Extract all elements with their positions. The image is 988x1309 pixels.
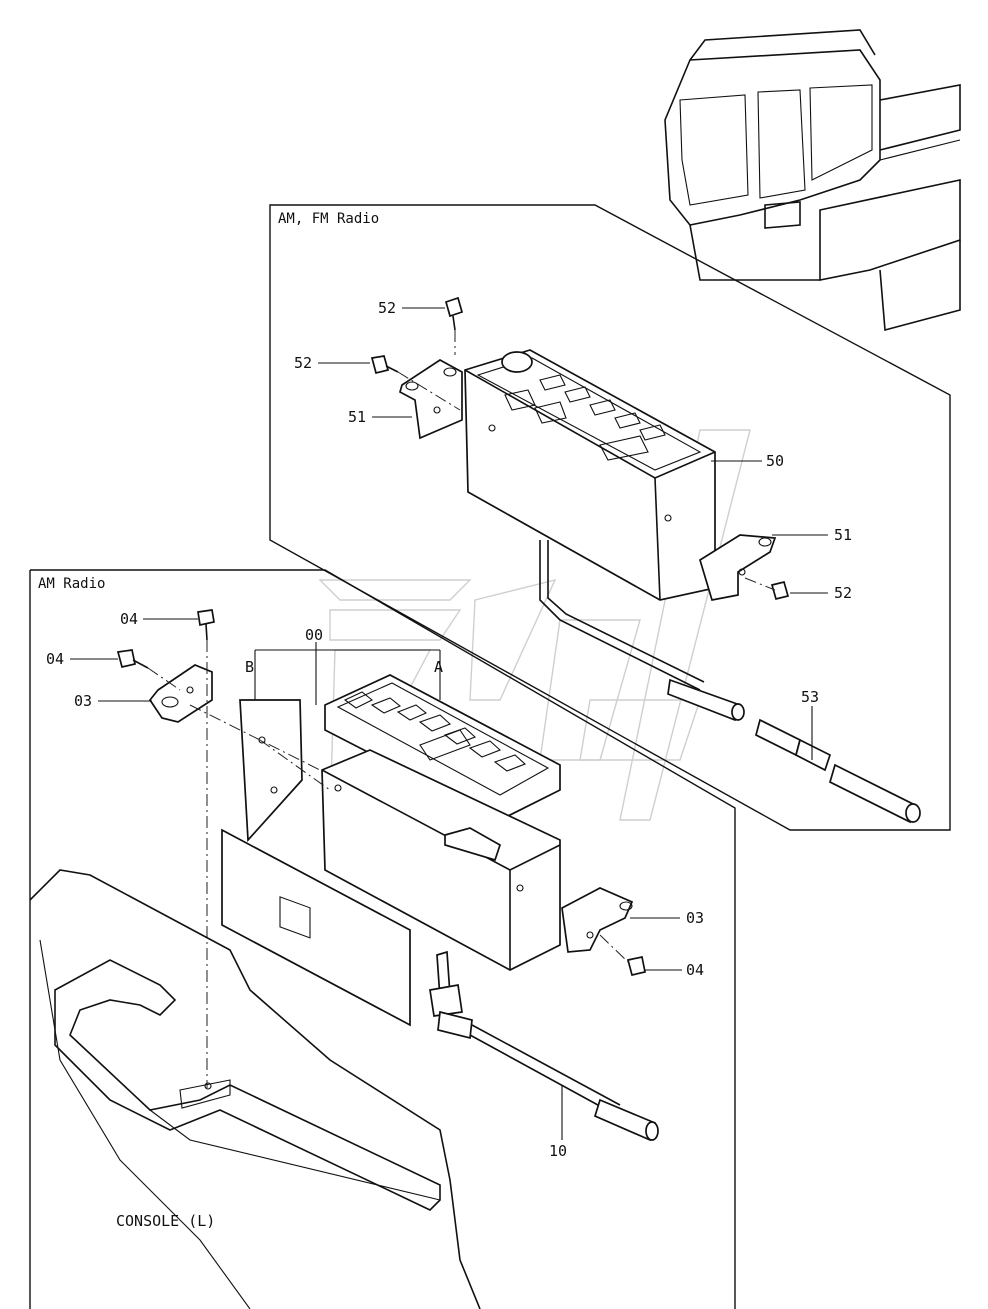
am-housing xyxy=(321,749,561,971)
am-bracket-left xyxy=(148,664,213,723)
excavator-cab-illustration xyxy=(664,29,961,332)
fm-radio-unit xyxy=(464,349,716,601)
leader-lines xyxy=(70,307,828,1140)
callout-04: 04 xyxy=(686,961,704,979)
am-radio-frame xyxy=(29,569,736,1309)
callout-50: 50 xyxy=(766,452,784,470)
callout-04: 04 xyxy=(46,650,64,668)
callout-03: 03 xyxy=(74,692,92,710)
fm-antenna-cable xyxy=(539,540,921,824)
callout-03: 03 xyxy=(686,909,704,927)
fm-radio-title: AM, FM Radio xyxy=(278,211,379,227)
callout-51: 51 xyxy=(348,408,366,426)
callout-04: 04 xyxy=(120,610,138,628)
callout-52: 52 xyxy=(378,299,396,317)
callout-53: 53 xyxy=(801,688,819,706)
lower-cover-plate xyxy=(221,828,411,1027)
am-radio-unit xyxy=(324,674,561,821)
callout-52: 52 xyxy=(834,584,852,602)
callout-b: B xyxy=(245,658,254,676)
am-antenna-cable xyxy=(429,950,659,1142)
callout-a: A xyxy=(434,658,443,676)
am-radio-title: AM Radio xyxy=(38,576,105,592)
fm-bracket-left xyxy=(398,359,463,440)
callout-10: 10 xyxy=(549,1142,567,1160)
console-label: CONSOLE (L) xyxy=(116,1212,215,1230)
screw-icon xyxy=(116,609,646,977)
fm-bracket-right xyxy=(698,534,777,601)
fm-assembly-line xyxy=(397,330,776,591)
console-illustration xyxy=(29,869,481,1309)
callout-52: 52 xyxy=(294,354,312,372)
face-panel-b xyxy=(239,699,303,843)
am-bracket-right xyxy=(561,887,634,953)
am-assembly-line xyxy=(147,640,629,1088)
screw-icon xyxy=(370,296,790,601)
callout-00: 00 xyxy=(305,626,323,644)
fm-radio-frame xyxy=(269,204,951,831)
callout-51: 51 xyxy=(834,526,852,544)
